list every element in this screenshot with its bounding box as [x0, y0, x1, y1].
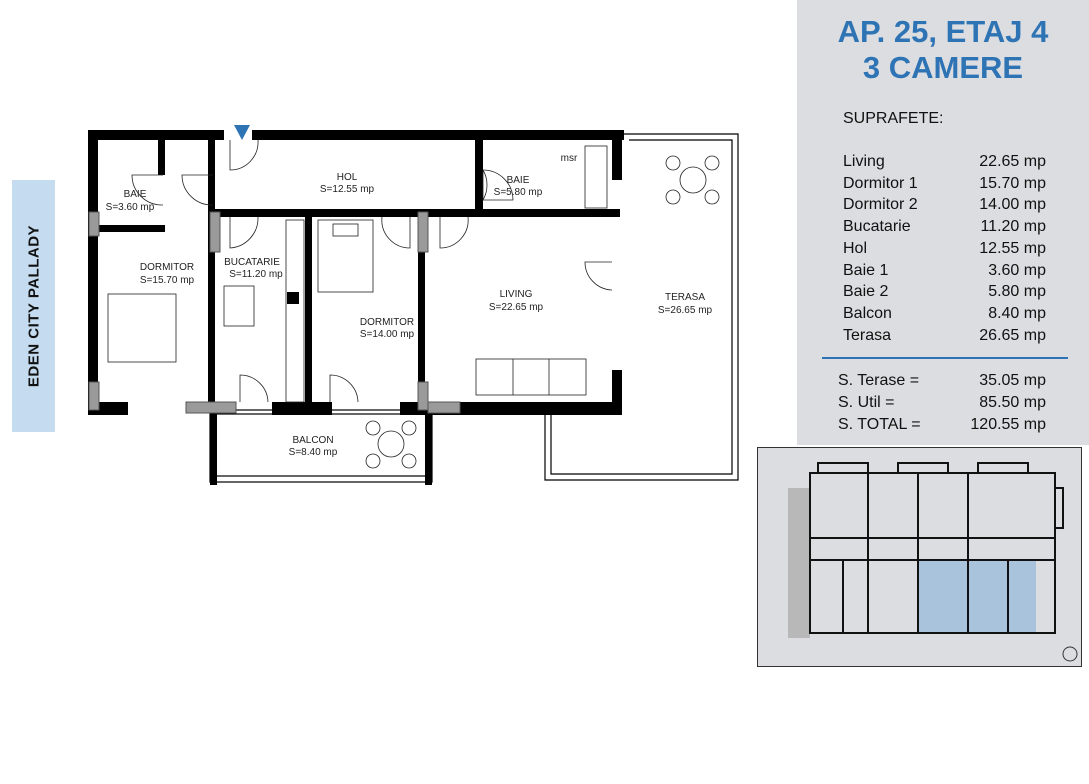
room-label-balcon: BALCON	[292, 435, 333, 446]
total-value: 120.55 mp	[970, 416, 1046, 433]
room-label-baie1: BAIE	[124, 189, 147, 200]
room-area-baie2: S=5.80 mp	[494, 187, 543, 198]
area-name: Baie 1	[843, 261, 889, 279]
areas-heading: SUPRAFETE:	[843, 110, 944, 127]
area-name: Dormitor 2	[843, 196, 918, 214]
key-plan	[757, 447, 1082, 667]
area-value: 3.60 mp	[988, 261, 1046, 279]
room-label-dormitor1: DORMITOR	[140, 262, 194, 273]
area-name: Balcon	[843, 304, 892, 322]
compass-icon	[1062, 646, 1078, 662]
room-label-terasa: TERASA	[665, 292, 705, 303]
area-name: Baie 2	[843, 283, 889, 301]
room-label-baie2: BAIE	[507, 175, 530, 186]
doors-and-furniture	[107, 139, 720, 469]
area-value: 12.55 mp	[979, 239, 1046, 257]
total-value: 85.50 mp	[979, 394, 1046, 411]
room-area-bucatarie: S=11.20 mp	[229, 269, 283, 280]
area-name: Terasa	[843, 326, 892, 344]
area-value: 8.40 mp	[988, 304, 1046, 322]
room-label-bucatarie: BUCATARIE	[224, 257, 280, 268]
balcony-outline	[209, 409, 433, 483]
divider	[822, 357, 1068, 359]
total-value: 35.05 mp	[979, 372, 1046, 389]
highlighted-apartment	[918, 560, 1036, 632]
area-name: Living	[843, 153, 885, 170]
area-value: 5.80 mp	[988, 283, 1046, 301]
room-label-hol: HOL	[337, 172, 358, 183]
area-value: 14.00 mp	[979, 196, 1046, 214]
apartment-title: AP. 25, ETAJ 4	[837, 14, 1049, 49]
room-area-terasa: S=26.65 mp	[658, 305, 713, 316]
total-name: S. Util =	[838, 394, 895, 411]
room-area-dormitor2: S=14.00 mp	[360, 329, 415, 340]
apartment-info-panel: AP. 25, ETAJ 4 3 CAMERE SUPRAFETE: Livin…	[797, 0, 1089, 445]
area-value: 11.20 mp	[980, 218, 1046, 236]
area-value: 22.65 mp	[979, 153, 1046, 170]
room-label-dormitor2: DORMITOR	[360, 317, 414, 328]
room-area-living: S=22.65 mp	[489, 302, 544, 313]
room-label-living: LIVING	[500, 289, 533, 300]
rooms-count-title: 3 CAMERE	[862, 50, 1024, 85]
entrance-triangle-down-icon	[234, 125, 250, 140]
room-area-baie1: S=3.60 mp	[106, 202, 155, 213]
total-name: S. Terase =	[838, 372, 920, 389]
columns	[88, 211, 461, 414]
area-value: 26.65 mp	[979, 326, 1046, 344]
room-area-balcon: S=8.40 mp	[289, 447, 338, 458]
floor-plan: BAIE S=3.60 mp DORMITOR S=15.70 mp HOL S…	[88, 125, 739, 485]
area-value: 15.70 mp	[979, 174, 1046, 192]
total-name: S. TOTAL =	[838, 416, 921, 433]
area-name: Bucatarie	[843, 218, 911, 236]
walls	[88, 130, 624, 485]
area-name: Dormitor 1	[843, 174, 918, 192]
key-plan-drawing	[788, 462, 1078, 662]
area-name: Hol	[843, 239, 868, 257]
room-area-hol: S=12.55 mp	[320, 184, 375, 195]
fixture-label-msr: msr	[561, 153, 578, 164]
room-area-dormitor1: S=15.70 mp	[140, 275, 195, 286]
project-side-label: EDEN CITY PALLADY	[12, 180, 55, 432]
